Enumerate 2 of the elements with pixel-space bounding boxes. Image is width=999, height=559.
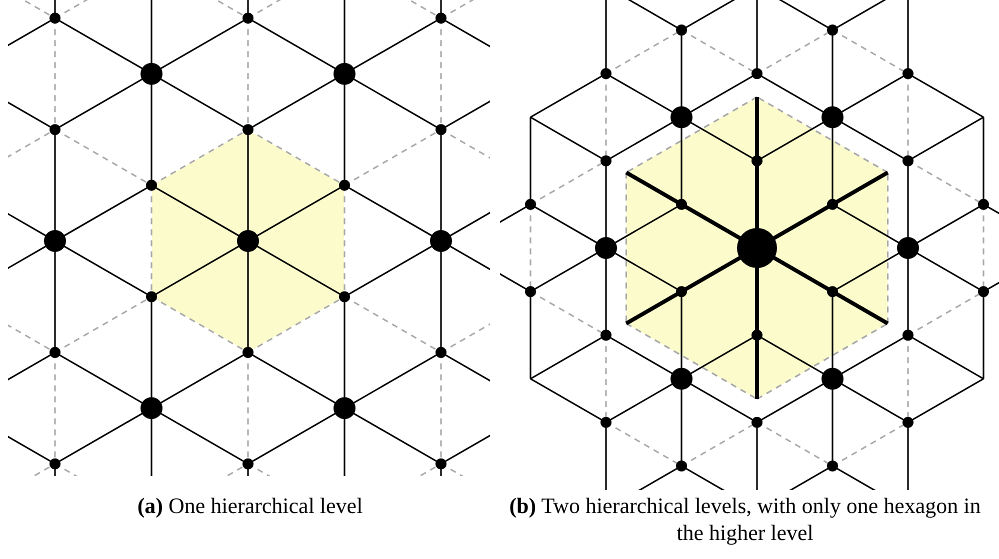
figure-caption: (b) Two hierarchical levels, with only one hexagon in the higher level bbox=[508, 492, 982, 546]
figure-caption: (a) One hierarchical level bbox=[136, 492, 364, 519]
